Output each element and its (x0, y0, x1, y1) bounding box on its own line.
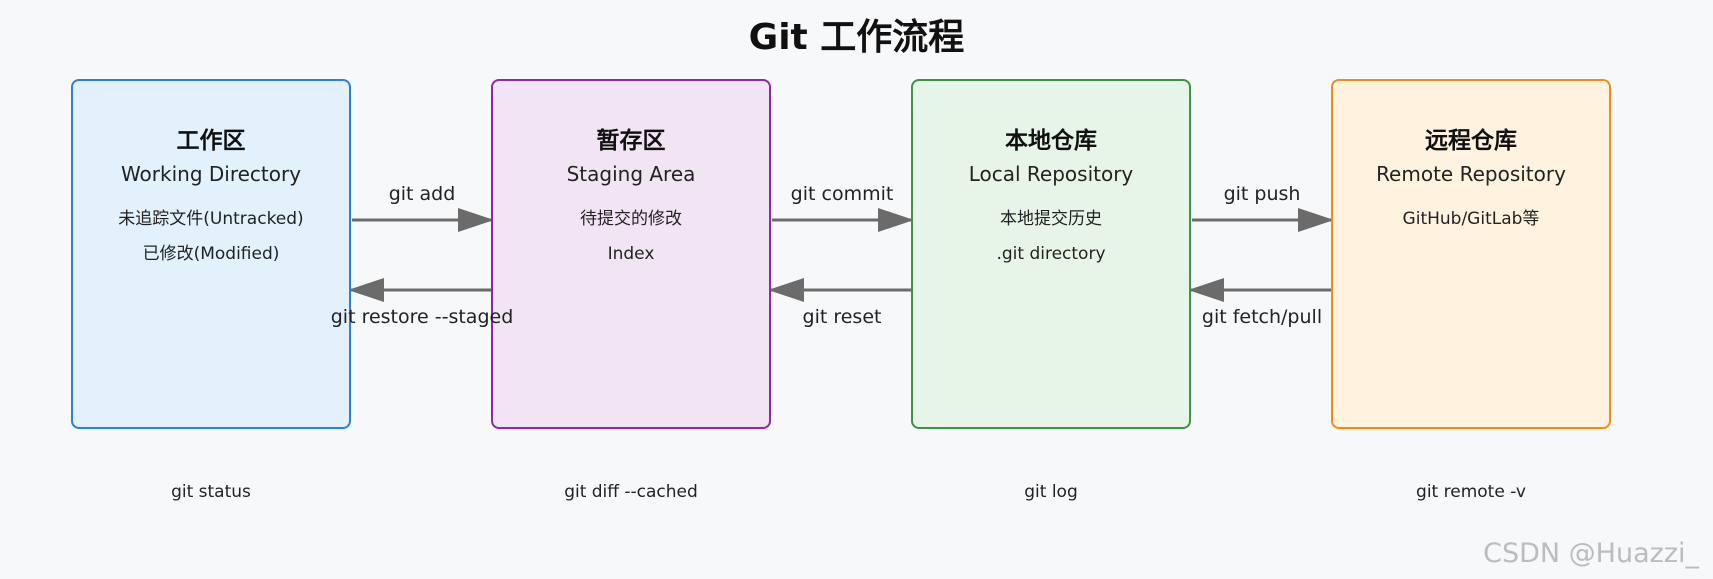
stage-desc-line: 本地提交历史 (1000, 209, 1102, 229)
stage-name-en: Working Directory (120, 162, 302, 186)
stage-desc-line: Index (607, 244, 655, 264)
stage-desc-line: .git directory (996, 244, 1106, 264)
stage-name-zh: 暂存区 (596, 128, 666, 154)
stage-name-en: Remote Repository (1376, 162, 1566, 186)
command-git-status: git status (171, 482, 251, 502)
stage-desc-line: 待提交的修改 (580, 209, 682, 229)
stage-local-repository: 本地仓库 Local Repository 本地提交历史 .git direct… (911, 79, 1191, 429)
command-git-diff-cached: git diff --cached (564, 482, 698, 502)
stage-name-zh: 工作区 (176, 128, 246, 154)
stage-desc-line: 已修改(Modified) (142, 244, 280, 264)
stage-name-zh: 本地仓库 (1005, 128, 1097, 154)
diagram-title: Git 工作流程 (748, 17, 965, 58)
label-git-push: git push (1223, 183, 1301, 205)
stage-desc-line: 未追踪文件(Untracked) (118, 209, 304, 229)
label-git-fetch-pull: git fetch/pull (1201, 306, 1323, 328)
stage-name-zh: 远程仓库 (1425, 128, 1517, 154)
watermark: CSDN @Huazzi_ (1483, 538, 1699, 569)
label-git-restore-staged: git restore --staged (330, 306, 514, 328)
stage-remote-repository: 远程仓库 Remote Repository GitHub/GitLab等 (1331, 79, 1611, 429)
command-git-log: git log (1024, 482, 1078, 502)
stage-staging-area: 暂存区 Staging Area 待提交的修改 Index (491, 79, 771, 429)
label-git-add: git add (388, 183, 456, 205)
stage-name-en: Staging Area (566, 162, 696, 186)
stage-working-directory: 工作区 Working Directory 未追踪文件(Untracked) 已… (71, 79, 351, 429)
label-git-reset: git reset (802, 306, 882, 328)
stage-name-en: Local Repository (968, 162, 1134, 186)
label-git-commit: git commit (790, 183, 894, 205)
command-git-remote-v: git remote -v (1416, 482, 1526, 502)
stage-desc-line: GitHub/GitLab等 (1402, 209, 1540, 229)
